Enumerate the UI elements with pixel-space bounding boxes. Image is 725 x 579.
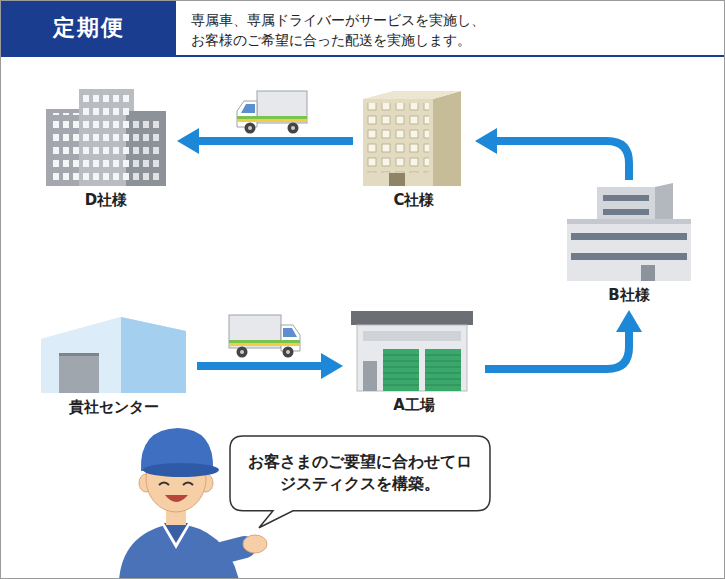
building-node: C社様 (359, 89, 469, 209)
building-label: C社様 (359, 191, 469, 209)
building-node: D社様 (41, 86, 171, 209)
office-building-c (363, 91, 461, 186)
truck-right (229, 315, 300, 358)
building-label: A工場 (349, 396, 479, 414)
flow-arrow (193, 137, 353, 145)
building-node: A工場 (349, 309, 479, 414)
header-band (1, 1, 725, 57)
flow-arrow (485, 326, 629, 369)
bubble-text: お客さまのご要望に合わせてロジスティクスを構築。 (247, 451, 473, 496)
building-node: 貴社センター (36, 313, 191, 416)
flow-arrow (197, 362, 327, 370)
bubble-outline (229, 435, 491, 512)
building-label: B社様 (564, 286, 694, 304)
building-label: 貴社センター (36, 398, 191, 416)
bubble-shape (230, 436, 490, 528)
building-node: B社様 (564, 184, 694, 304)
factory-a (351, 311, 473, 391)
office-building-d (46, 89, 166, 186)
description-text: 専属車、専属ドライバーがサービスを実施し、お客様のご希望に合った配送を実施します… (191, 10, 493, 51)
building-label: D社様 (41, 191, 171, 209)
office-building-b (567, 183, 691, 281)
truck-left (237, 91, 307, 134)
speech-bubble: お客さまのご要望に合わせてロジスティクスを構築。 (229, 435, 491, 512)
flow-arrow (491, 141, 629, 180)
warehouse-center (41, 317, 186, 393)
chart-title: 定期便 (1, 1, 176, 55)
